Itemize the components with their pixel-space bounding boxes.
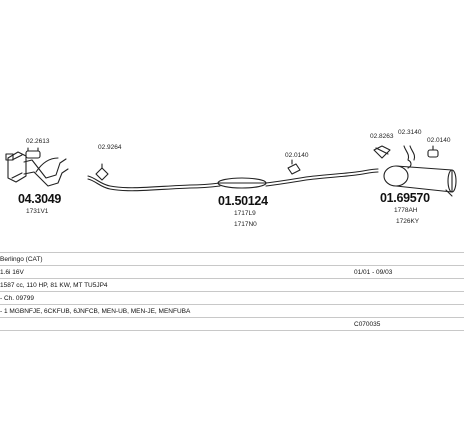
rear-clamp [373,145,391,159]
rear-silencer-ref-two: 1726KY [396,218,420,225]
clamp-two-number: 02.9264 [98,144,122,151]
vehicle-engine: 1.6i 16V [0,269,24,276]
front-pipe-number: 04.3049 [18,192,62,206]
rear-silencer-number: 01.69570 [380,191,430,205]
clamp-two [95,163,109,181]
middle-pipe-ref-two: 1717N0 [234,221,257,228]
vehicle-specs: 1587 cc, 110 HP, 81 KW, MT TU5JP4 [0,282,108,289]
table-row: 1587 cc, 110 HP, 81 KW, MT TU5JP4 [0,279,464,292]
table-row: - 1 MGBNFJE, 6CKFUB, 6JNFCB, MEN-UB, MEN… [0,305,464,318]
vehicle-codes: - 1 MGBNFJE, 6CKFUB, 6JNFCB, MEN-UB, MEN… [0,308,191,315]
front-pipe-with-catalyst [5,151,69,187]
exhaust-system-diagram: 02.2613 04.3049 1731V1 02.9264 02.0140 0… [5,129,457,228]
vehicle-date-range: 01/01 - 09/03 [354,269,393,276]
middle-pipe [87,168,379,192]
table-row: Berlingo (CAT) [0,252,464,266]
middle-mount-number: 02.0140 [285,152,309,159]
rear-clamp-number: 02.8263 [370,133,394,140]
table-row: 1.6i 16V 01/01 - 09/03 [0,266,464,279]
front-clamp-number: 02.2613 [26,138,50,145]
rear-mount-two-number: 02.0140 [427,137,451,144]
front-clamp [25,147,41,159]
table-row: C070035 [0,318,464,331]
rear-mount-one-number: 02.3140 [398,129,422,136]
catalog-number: C070035 [354,321,381,328]
rear-silencer-ref-one: 1778AH [394,207,418,214]
exhaust-drawing [5,145,457,197]
vehicle-model: Berlingo (CAT) [0,256,43,263]
front-pipe-ref: 1731V1 [26,208,49,215]
rear-silencer [383,165,457,197]
vehicle-chassis: - Ch. 09799 [0,295,34,302]
middle-pipe-ref-one: 1717L9 [234,210,256,217]
middle-mount [287,159,301,175]
table-row: - Ch. 09799 [0,292,464,305]
middle-pipe-number: 01.50124 [218,194,268,208]
rear-mount-one [403,145,416,169]
rear-mount-two [427,145,439,158]
vehicle-info-table: Berlingo (CAT) 1.6i 16V 01/01 - 09/03 15… [0,252,464,331]
